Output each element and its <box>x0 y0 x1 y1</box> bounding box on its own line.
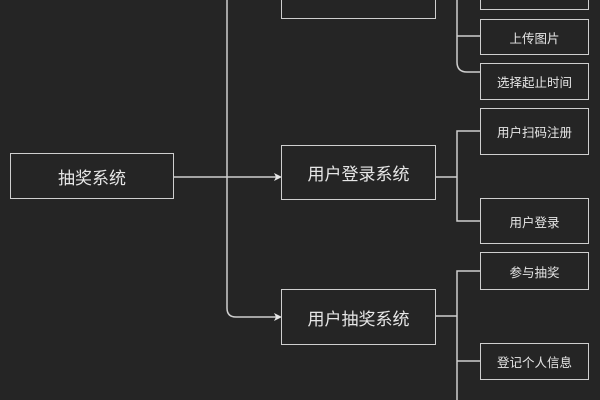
connector-branch3-vertical <box>456 270 480 400</box>
root-node: 抽奖系统 <box>10 153 174 199</box>
leaf-node-upload-image: 上传图片 <box>480 19 589 55</box>
leaf-node-scan-register: 用户扫码注册 <box>480 108 589 155</box>
arrowhead-login <box>274 173 282 181</box>
leaf-node-user-login: 用户登录 <box>480 198 589 244</box>
branch-node-draw-system: 用户抽奖系统 <box>281 289 436 345</box>
leaf-node-select-time: 选择起止时间 <box>480 63 589 100</box>
connector-branch2-vertical <box>456 130 480 222</box>
leaf-node-join-draw: 参与抽奖 <box>480 252 589 290</box>
connector-branch1-trunk <box>456 0 480 73</box>
arrowhead-draw <box>274 313 282 321</box>
leaf-node-register-info: 登记个人信息 <box>480 343 589 380</box>
branch-node-login-system: 用户登录系统 <box>281 145 436 200</box>
leaf-node-1 <box>480 0 589 10</box>
connector-root-vertical <box>226 0 276 318</box>
branch-node-1 <box>281 0 436 19</box>
